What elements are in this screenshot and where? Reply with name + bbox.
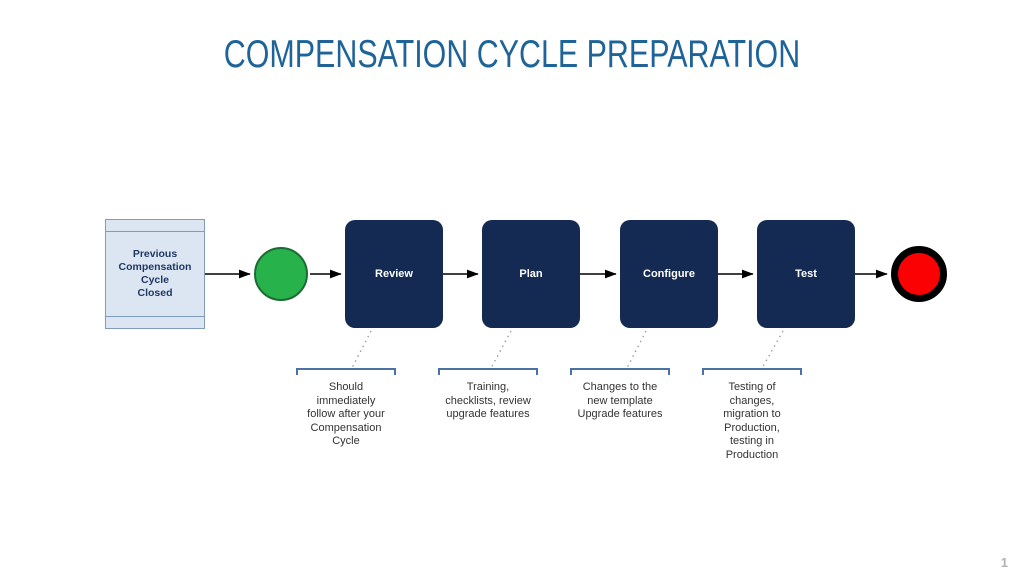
annotation-bracket — [570, 368, 670, 375]
previous-cycle-label: Previous Compensation Cycle Closed — [118, 248, 192, 299]
task-test[interactable]: Test — [757, 220, 855, 328]
dotted-connector-configure-note — [625, 330, 647, 371]
annotation-plan: Training, checklists, review upgrade fea… — [426, 368, 550, 422]
annotation-configure: Changes to the new template Upgrade feat… — [558, 368, 682, 422]
annotation-bracket — [702, 368, 802, 375]
end-event-circle[interactable] — [891, 246, 947, 302]
task-plan[interactable]: Plan — [482, 220, 580, 328]
annotation-bracket — [438, 368, 538, 375]
box-bottom-band — [106, 316, 204, 328]
previous-cycle-box[interactable]: Previous Compensation Cycle Closed — [105, 219, 205, 329]
annotation-bracket — [296, 368, 396, 375]
task-review-label: Review — [375, 268, 413, 280]
task-test-label: Test — [795, 268, 817, 280]
annotation-test: Testing of changes, migration to Product… — [690, 368, 814, 462]
slide-title: COMPENSATION CYCLE PREPARATION — [223, 33, 801, 76]
annotation-plan-text: Training, checklists, review upgrade fea… — [445, 381, 531, 420]
annotation-review: Should immediately follow after your Com… — [284, 368, 408, 449]
page-number: 1 — [1000, 555, 1008, 570]
dotted-connector-review-note — [350, 330, 372, 371]
start-event-circle[interactable] — [254, 247, 308, 301]
annotation-configure-text: Changes to the new template Upgrade feat… — [577, 381, 663, 420]
task-configure[interactable]: Configure — [620, 220, 718, 328]
box-top-band — [106, 220, 204, 232]
task-configure-label: Configure — [643, 268, 695, 280]
annotation-test-text: Testing of changes, migration to Product… — [723, 381, 781, 461]
dotted-connector-plan-note — [489, 330, 512, 371]
task-plan-label: Plan — [519, 268, 543, 280]
task-review[interactable]: Review — [345, 220, 443, 328]
annotation-review-text: Should immediately follow after your Com… — [307, 381, 385, 447]
dotted-connector-test-note — [760, 330, 784, 371]
